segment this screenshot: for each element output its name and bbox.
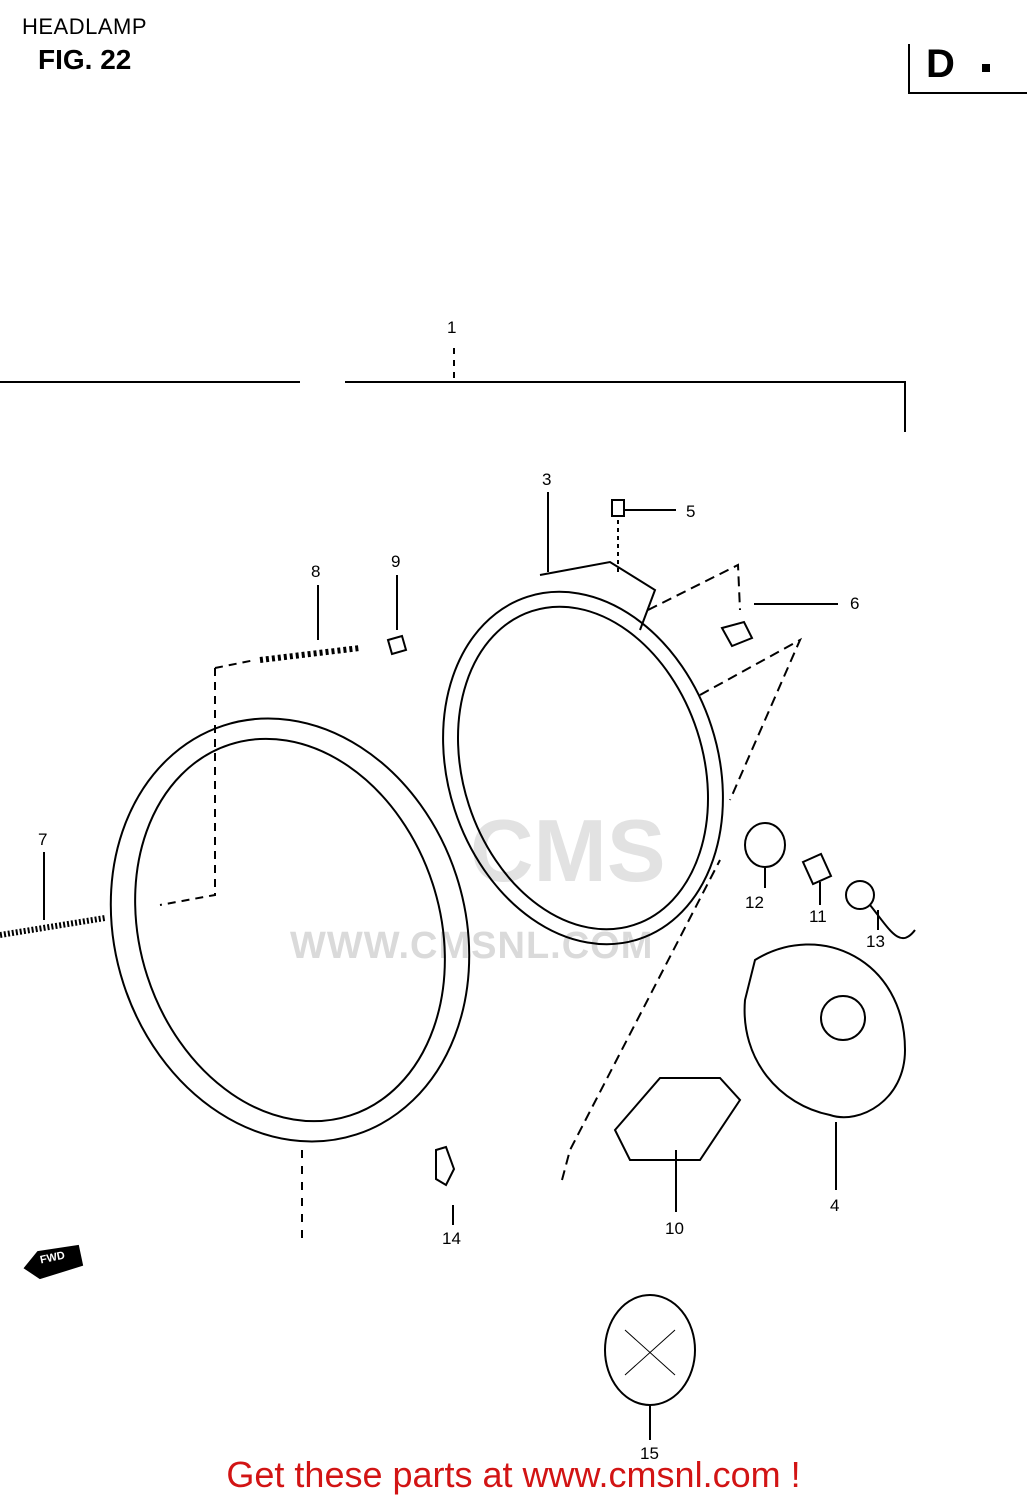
housing-4 [743, 943, 907, 1119]
screw-7 [0, 915, 106, 938]
nut-6 [720, 620, 754, 648]
socket-wire [869, 904, 916, 939]
headlamp-rim-outer [109, 717, 471, 1143]
callout-7: 7 [38, 830, 48, 849]
callout-14: 14 [442, 1229, 461, 1248]
section-code: D [926, 42, 955, 86]
callout-13: 13 [866, 932, 885, 951]
fwd-arrow [23, 1244, 84, 1280]
callout-6: 6 [850, 594, 860, 613]
callout-11: 11 [809, 907, 827, 926]
figure-number: FIG. 22 [38, 44, 132, 75]
headlamp-mount [539, 560, 657, 631]
headlamp-unit [442, 590, 724, 946]
watermark-logo: CMS [470, 801, 666, 900]
callout-12: 12 [745, 893, 764, 912]
headlamp-rim-inner [134, 737, 446, 1123]
callout-5: 5 [686, 502, 696, 521]
footer-link[interactable]: Get these parts at www.cmsnl.com ! [226, 1454, 801, 1495]
callout-4: 4 [830, 1196, 840, 1215]
callout-1: 1 [447, 318, 457, 337]
assembly-bracket-line [0, 381, 906, 432]
grommet-12 [744, 822, 786, 868]
callout-8: 8 [311, 562, 321, 581]
callout-15: 15 [640, 1444, 659, 1463]
diagram-title: HEADLAMP [22, 14, 148, 39]
section-dot [982, 64, 990, 72]
bulb-11 [801, 852, 833, 886]
screw-5 [611, 499, 625, 517]
watermark-url: WWW.CMSNL.COM [290, 925, 654, 967]
section-box [908, 44, 1027, 94]
bulb-10 [613, 1077, 742, 1161]
screw-14 [435, 1145, 456, 1187]
adjust-screw-8 [259, 645, 361, 663]
socket-13 [845, 880, 875, 910]
callout-9: 9 [391, 552, 401, 571]
housing-socket [820, 995, 866, 1041]
callout-10: 10 [665, 1219, 684, 1238]
cap-15 [604, 1294, 696, 1406]
headlamp-lens [457, 605, 709, 931]
nut-9 [386, 634, 408, 656]
callout-3: 3 [542, 470, 552, 489]
